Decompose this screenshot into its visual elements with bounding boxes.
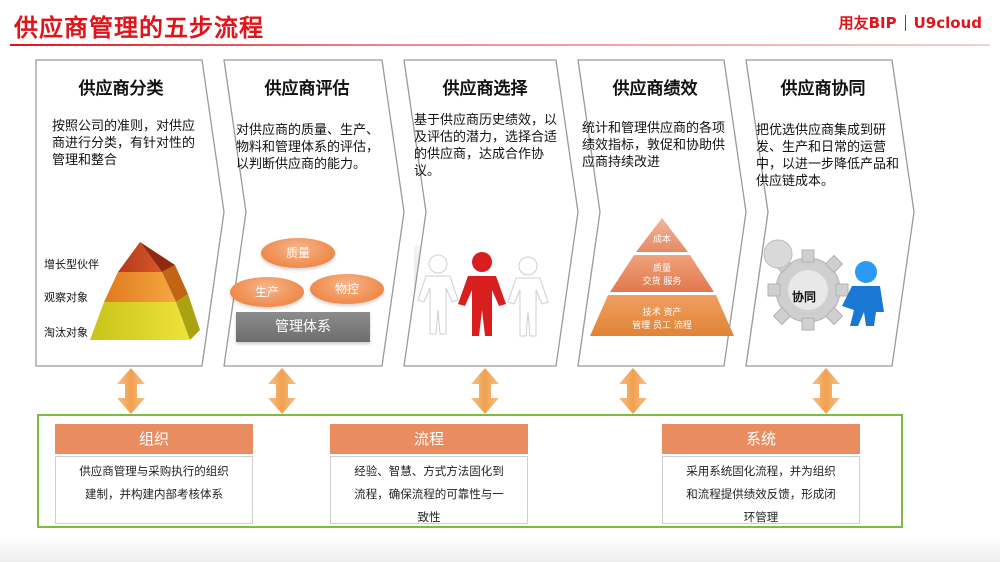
column-box-system	[662, 456, 860, 524]
brand-bip: 用友BIP	[838, 14, 897, 32]
performance-pyramid	[590, 218, 734, 336]
eval-production-ellipse: 生产	[230, 277, 304, 307]
column-text-system-2: 和流程提供绩效反馈，形成闭	[686, 487, 836, 501]
double-arrow-icon-5	[812, 368, 840, 414]
column-header-org: 组织	[55, 424, 253, 454]
stage-5-title: 供应商协同	[780, 79, 866, 99]
double-arrow-icon-4	[619, 368, 647, 414]
perf-pyramid-bottom-2: 管理 员工 流程	[632, 321, 692, 331]
column-header-process: 流程	[330, 424, 528, 454]
column-text-process-1: 经验、智慧、方式方法固化到	[354, 464, 504, 478]
person-icon	[842, 261, 884, 326]
collaboration-illustration	[763, 239, 884, 331]
brand-logo: 用友BIP U9cloud	[839, 12, 982, 33]
stage-1-title: 供应商分类	[78, 79, 164, 99]
management-system-bar: 管理体系	[236, 312, 370, 342]
eval-quality-ellipse: 质量	[261, 238, 335, 268]
gear-icon-small	[763, 239, 793, 269]
double-arrow-icon-1	[117, 368, 145, 414]
connector-arrows	[117, 368, 840, 414]
stage-2-title: 供应商评估	[264, 79, 350, 99]
column-text-process-3: 致性	[417, 510, 441, 524]
eval-materials-ellipse: 物控	[310, 274, 384, 304]
perf-pyramid-top: 成本	[652, 235, 671, 245]
pyramid-label-bottom: 淘汰对象	[44, 326, 88, 339]
column-text-system-1: 采用系统固化流程，并为组织	[686, 464, 836, 478]
pyramid-label-middle: 观察对象	[44, 291, 88, 304]
stage-4-desc: 统计和管理供应商的各项绩效指标，敦促和协助供应商持续改进	[582, 121, 726, 170]
stage-3-desc: 基于供应商历史绩效，以及评估的潜力，选择合适的供应商，达成合作协议。	[414, 113, 558, 179]
stage-5-desc: 把优选供应商集成到研发、生产和日常的运营中，以进一步降低产品和供应链成本。	[756, 123, 900, 189]
perf-pyramid-middle-1: 质量	[652, 264, 671, 274]
footer-band	[0, 536, 1000, 562]
double-arrow-icon-3	[471, 368, 499, 414]
double-arrow-icon-2	[268, 368, 296, 414]
pyramid-label-top: 增长型伙伴	[44, 258, 99, 271]
title-rule	[10, 44, 990, 46]
column-text-org-1: 供应商管理与采购执行的组织	[79, 464, 229, 478]
brand-u9cloud: U9cloud	[913, 13, 982, 32]
stage-2-desc: 对供应商的质量、生产、物料和管理体系的评估，以判断供应商的能力。	[236, 123, 380, 172]
collab-label: 协同	[792, 290, 817, 304]
column-text-system-3: 环管理	[743, 510, 779, 524]
column-box-org	[55, 456, 253, 524]
page-title: 供应商管理的五步流程	[14, 14, 264, 42]
column-text-org-2: 建制，并构建内部考核体系	[85, 487, 223, 501]
column-box-process	[330, 456, 528, 524]
stage-4-title: 供应商绩效	[612, 79, 698, 99]
column-header-system: 系统	[662, 424, 860, 454]
stage-3-title: 供应商选择	[442, 79, 528, 99]
classification-pyramid	[90, 242, 200, 340]
people-illustration	[417, 252, 549, 337]
perf-pyramid-bottom-1: 技术 资产	[642, 308, 682, 318]
perf-pyramid-middle-2: 交货 服务	[642, 277, 682, 287]
stage-1-desc: 按照公司的准则，对供应商进行分类，有针对性的管理和整合	[52, 119, 196, 168]
column-text-process-2: 流程，确保流程的可靠性与一	[354, 487, 504, 501]
brand-separator	[904, 14, 906, 31]
